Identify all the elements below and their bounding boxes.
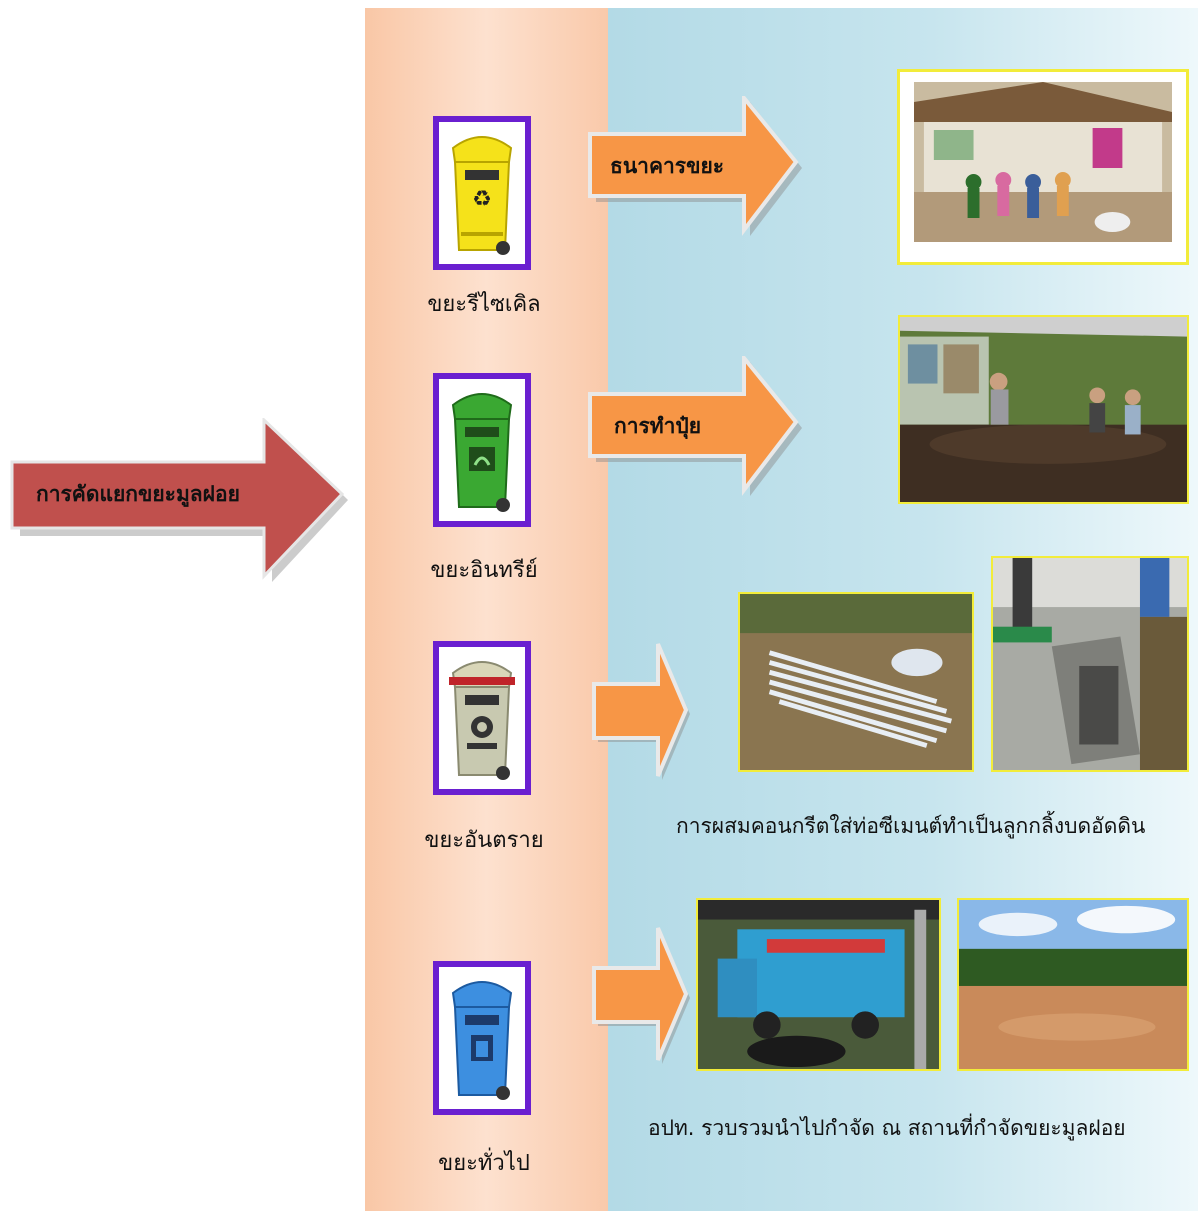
general-caption: อปท. รวบรวมนำไปกำจัด ณ สถานที่กำจัดขยะมู…	[648, 1116, 1126, 1140]
compost-arrow-label: การทำปุ๋ย	[614, 414, 702, 438]
composting-photo	[898, 315, 1189, 504]
hazardous-bin-label: ขยะอันตราย	[424, 828, 544, 853]
hazardous-arrow	[590, 642, 694, 782]
waste-bank-photo	[897, 69, 1189, 265]
organic-bin-label: ขยะอินทรีย์	[430, 558, 538, 583]
general-bin-image	[433, 961, 531, 1115]
fluorescent-tubes-photo	[738, 592, 974, 772]
recycle-arrow: ธนาคารขยะ	[586, 92, 808, 240]
compost-arrow: การทำปุ๋ย	[586, 352, 808, 500]
general-arrow	[590, 926, 694, 1066]
recycle-bin-image: ♻	[433, 116, 531, 270]
main-arrow: การคัดแยกขยะมูลฝอย	[8, 416, 353, 588]
concrete-roller-photo	[991, 556, 1189, 772]
hazardous-bin-image	[433, 641, 531, 795]
recycle-bin-label: ขยะรีไซเคิล	[427, 292, 541, 317]
landfill-site-photo	[957, 898, 1189, 1071]
garbage-truck-photo	[696, 898, 941, 1071]
main-arrow-label: การคัดแยกขยะมูลฝอย	[36, 482, 240, 506]
organic-bin-image	[433, 373, 531, 527]
hazardous-caption: การผสมคอนกรีตใส่ท่อซีเมนต์ทำเป็นลูกกลิ้ง…	[676, 814, 1146, 838]
recycle-arrow-label: ธนาคารขยะ	[610, 154, 725, 178]
svg-text:♻: ♻	[472, 187, 492, 212]
general-bin-label: ขยะทั่วไป	[438, 1151, 530, 1176]
